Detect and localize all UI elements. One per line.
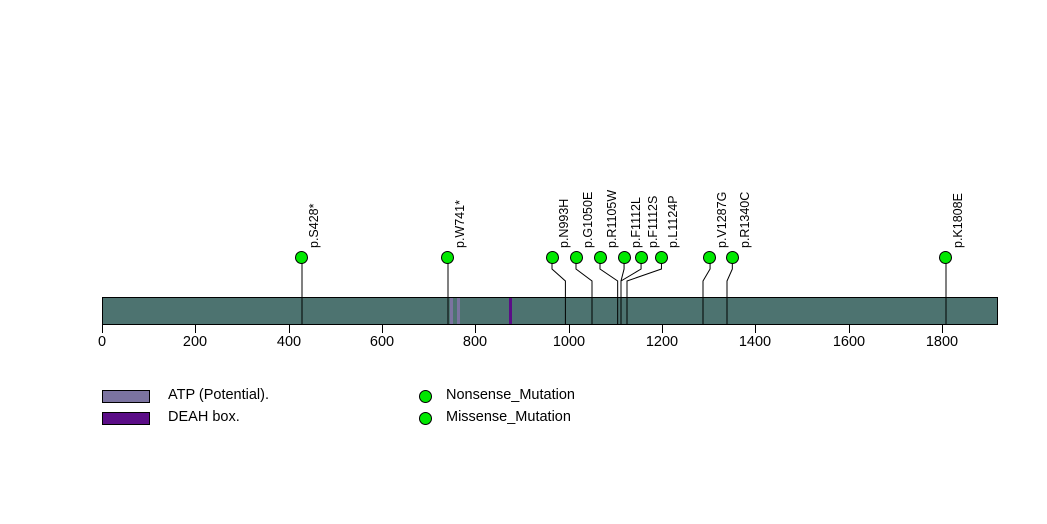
axis-tick-label: 800	[462, 334, 488, 350]
axis-tick-label: 1000	[552, 334, 586, 350]
domain-marker-atp-potential	[457, 298, 461, 324]
axis-tick-label: 1400	[738, 334, 772, 350]
protein-backbone-bar	[102, 297, 998, 325]
mutation-marker-pN993H[interactable]	[545, 250, 559, 264]
legend-dot-mutation	[419, 390, 432, 403]
mutation-stem	[945, 257, 947, 325]
mutation-marker-pK1808E[interactable]	[939, 250, 953, 264]
domain-marker-deah-box	[508, 298, 513, 324]
mutation-marker-pF1112L[interactable]	[617, 250, 631, 264]
axis-tick	[475, 325, 476, 333]
mutation-label-pF1112L: p.F1112L	[629, 197, 643, 248]
mutation-stem	[726, 257, 734, 325]
axis-tick-label: 400	[276, 334, 302, 350]
mutation-marker-pW741[interactable]	[441, 250, 455, 264]
mutation-marker-pL1124P[interactable]	[654, 250, 668, 264]
mutation-label-pF1112S: p.F1112S	[646, 195, 660, 248]
axis-tick	[755, 325, 756, 333]
legend-swatch-domain	[102, 390, 150, 403]
axis-tick	[195, 325, 196, 333]
mutation-marker-pR1105W[interactable]	[593, 250, 607, 264]
mutation-marker-pG1050E[interactable]	[569, 250, 583, 264]
mutation-label-pK1808E: p.K1808E	[950, 193, 965, 248]
mutation-label-pR1105W: p.R1105W	[605, 189, 619, 248]
mutation-stem	[301, 257, 303, 325]
mutation-marker-pV1287G[interactable]	[703, 250, 717, 264]
axis-tick-label: 0	[97, 334, 107, 350]
legend-label-domain: ATP (Potential).	[168, 387, 270, 403]
mutation-label-pL1124P: p.L1124P	[666, 195, 680, 248]
mutation-label-pV1287G: p.V1287G	[714, 191, 729, 248]
axis-tick	[662, 325, 663, 333]
axis-tick	[569, 325, 570, 333]
mutation-stem	[447, 257, 449, 325]
mutation-stem	[626, 257, 662, 325]
legend-label-mutation: Nonsense_Mutation	[446, 387, 575, 403]
legend-label-mutation: Missense_Mutation	[446, 409, 571, 425]
mutation-stem	[551, 257, 566, 325]
mutation-label-pW741: p.W741*	[452, 200, 467, 248]
legend-swatch-domain	[102, 412, 150, 425]
mutation-label-pS428: p.S428*	[306, 203, 321, 248]
mutation-stem	[575, 257, 593, 325]
mutation-marker-pS428[interactable]	[295, 250, 309, 264]
mutation-marker-pR1340C[interactable]	[726, 250, 740, 264]
legend-dot-mutation	[419, 412, 432, 425]
axis-tick	[102, 325, 103, 333]
axis-tick-label: 200	[182, 334, 208, 350]
mutation-label-pG1050E: p.G1050E	[581, 191, 595, 248]
axis-tick-label: 600	[369, 334, 395, 350]
mutation-label-pR1340C: p.R1340C	[737, 191, 752, 248]
axis-tick-label: 1800	[925, 334, 959, 350]
axis-tick-label: 1200	[645, 334, 679, 350]
domain-marker-atp-potential	[450, 298, 454, 324]
axis-tick	[942, 325, 943, 333]
axis-tick-label: 1600	[832, 334, 866, 350]
axis-tick	[382, 325, 383, 333]
mutation-stem	[702, 257, 711, 325]
axis-tick	[289, 325, 290, 333]
mutation-marker-pF1112S[interactable]	[634, 250, 648, 264]
axis-tick	[849, 325, 850, 333]
legend-label-domain: DEAH box.	[168, 409, 240, 425]
mutation-label-pN993H: p.N993H	[557, 198, 571, 248]
